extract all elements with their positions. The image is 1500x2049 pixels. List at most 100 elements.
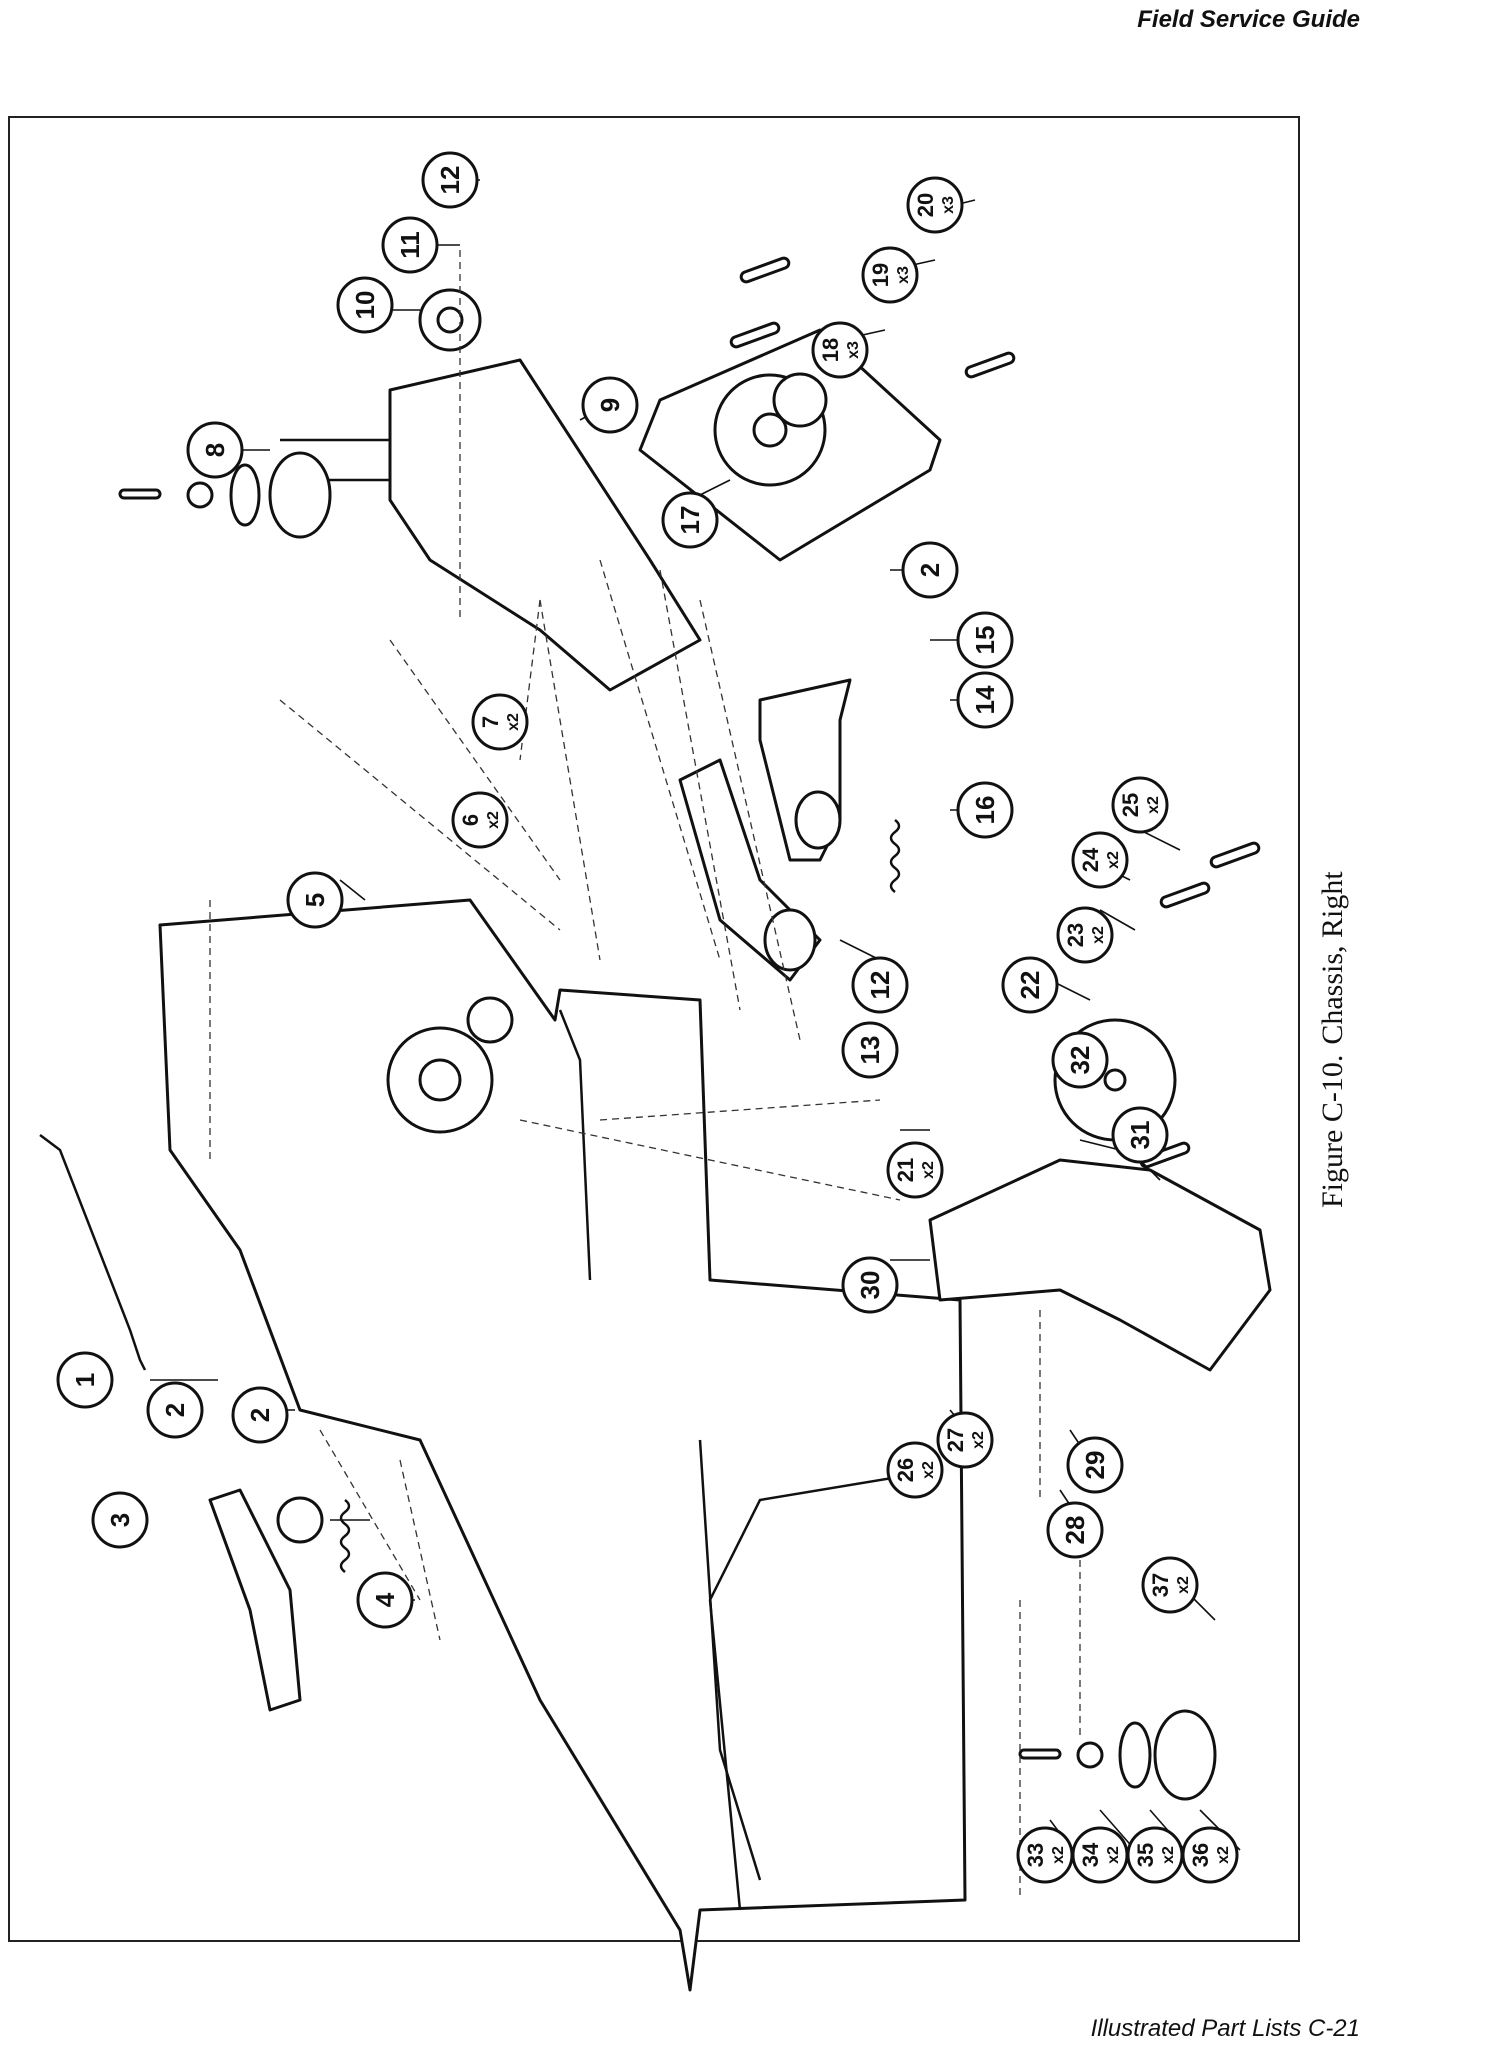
callout-3: 3: [91, 1491, 149, 1549]
callout-12: 12: [851, 956, 909, 1014]
callout-number: 25: [1118, 793, 1143, 817]
figure-frame: [8, 116, 1300, 1942]
callout-quantity: x2: [1145, 796, 1162, 814]
callout-2: 2: [901, 541, 959, 599]
callout-quantity: x3: [895, 266, 912, 284]
callout-14: 14: [956, 671, 1014, 729]
callout-number: 7: [478, 716, 503, 728]
bracket-30: [928, 1158, 1272, 1372]
gear-10: [418, 288, 482, 352]
callout-number: 31: [1125, 1121, 1155, 1150]
callout-2: 2: [231, 1386, 289, 1444]
callout-9: 9: [581, 376, 639, 434]
callout-quantity: x3: [845, 341, 862, 359]
callout-number: 34: [1078, 1842, 1103, 1867]
callout-quantity: x2: [1215, 1846, 1232, 1864]
pulley-stack-top: [118, 451, 332, 539]
figure-title: Chassis, Right: [1316, 871, 1349, 1045]
callout-number: 13: [855, 1036, 885, 1065]
callout-22: 22: [1001, 956, 1059, 1014]
callout-number: 5: [300, 893, 330, 907]
callout-number: 12: [435, 166, 465, 195]
callout-quantity: x2: [1105, 1846, 1122, 1864]
callout-number: 23: [1063, 923, 1088, 947]
callout-quantity: x2: [1105, 851, 1122, 869]
callout-number: 37: [1148, 1573, 1173, 1597]
callout-number: 6: [458, 814, 483, 826]
callout-2: 2: [146, 1381, 204, 1439]
callout-17: 17: [661, 491, 719, 549]
gear-17: [638, 328, 942, 562]
callout-4: 4: [356, 1571, 414, 1629]
callout-number: 32: [1065, 1046, 1095, 1075]
callout-number: 29: [1080, 1451, 1110, 1480]
lever-3: [208, 1488, 324, 1712]
callout-1: 1: [56, 1351, 114, 1409]
callout-12: 12: [421, 151, 479, 209]
callout-number: 2: [245, 1408, 275, 1422]
wire-1: [39, 1134, 147, 1371]
screws: [729, 256, 1261, 1169]
callout-quantity: x3: [940, 196, 957, 214]
callout-number: 2: [915, 563, 945, 577]
callout-number: 15: [970, 626, 1000, 655]
callout-quantity: x2: [1160, 1846, 1177, 1864]
callout-number: 33: [1023, 1843, 1048, 1867]
callout-32: 32: [1051, 1031, 1109, 1089]
callout-31: 31: [1111, 1106, 1169, 1164]
spring-16: [889, 819, 901, 893]
callout-number: 26: [893, 1458, 918, 1482]
callout-number: 3: [105, 1513, 135, 1527]
callout-number: 9: [595, 398, 625, 412]
callout-number: 18: [818, 338, 843, 362]
callout-number: 30: [855, 1271, 885, 1300]
callout-quantity: x2: [1175, 1576, 1192, 1594]
callout-number: 8: [200, 443, 230, 457]
callout-11: 11: [381, 216, 439, 274]
gear-assembly-center: [386, 996, 514, 1134]
callout-number: 17: [675, 506, 705, 535]
pulley-stack-bottom: [1018, 1709, 1217, 1801]
callout-number: 12: [865, 971, 895, 1000]
spring-4: [339, 1499, 351, 1573]
callout-number: 11: [395, 231, 425, 259]
callout-30: 30: [841, 1256, 899, 1314]
callout-number: 21: [893, 1158, 918, 1182]
page-footer: Illustrated Part Lists C-21: [1090, 2015, 1360, 2042]
callout-number: 1: [70, 1373, 100, 1387]
lever-14: [758, 678, 852, 862]
page-header: Field Service Guide: [1137, 6, 1360, 33]
callout-number: 20: [913, 193, 938, 217]
callout-quantity: x2: [505, 713, 522, 731]
callout-number: 16: [970, 796, 1000, 825]
callout-number: 22: [1015, 971, 1045, 1000]
callout-number: 27: [943, 1428, 968, 1452]
callout-number: 35: [1133, 1843, 1158, 1867]
callout-5: 5: [286, 871, 344, 929]
figure-number: Figure C-10.: [1316, 1054, 1349, 1208]
callout-number: 24: [1078, 847, 1103, 872]
leader-lines: [209, 250, 1081, 1900]
figure-caption: Figure C-10. Chassis, Right: [1316, 861, 1350, 1208]
callout-15: 15: [956, 611, 1014, 669]
chassis-plate: [158, 898, 967, 1992]
callout-quantity: x2: [1050, 1846, 1067, 1864]
arm-13: [678, 758, 822, 982]
callout-quantity: x2: [920, 1161, 937, 1179]
